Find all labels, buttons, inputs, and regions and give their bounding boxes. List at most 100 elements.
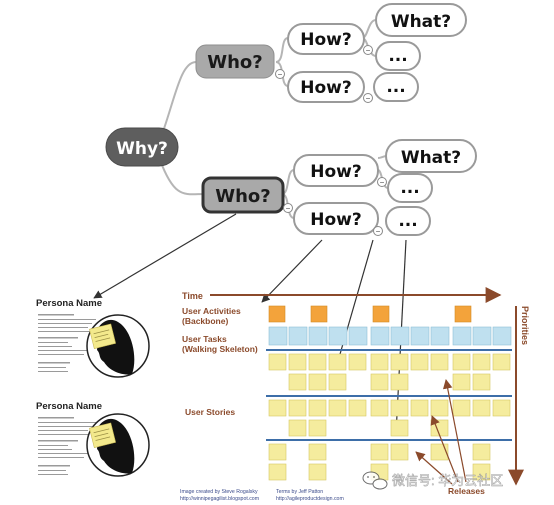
how-node[interactable]: How? xyxy=(287,23,365,55)
story-card xyxy=(410,353,429,371)
ellipsis-node[interactable]: ... xyxy=(385,206,431,236)
task-card xyxy=(492,326,512,346)
story-card xyxy=(492,399,511,417)
root-node-why[interactable]: Why? xyxy=(105,127,179,167)
story-map: Time Priorities User Activities (Backbon… xyxy=(180,287,530,502)
ellipsis-node-label: ... xyxy=(400,178,419,198)
user-tasks-label: User Tasks xyxy=(182,334,227,344)
task-card xyxy=(348,326,368,346)
persona-name-title: Persona Name xyxy=(36,401,102,412)
activity-card xyxy=(310,305,328,323)
what-node[interactable]: What? xyxy=(385,139,477,173)
what-node-label: What? xyxy=(391,12,451,32)
story-card xyxy=(492,353,511,371)
story-card xyxy=(390,353,409,371)
persona-name-title: Persona Name xyxy=(36,298,102,309)
persona-avatar-icon xyxy=(86,314,150,378)
activity-card xyxy=(454,305,472,323)
task-card xyxy=(328,326,348,346)
who-node-top-label: Who? xyxy=(207,52,262,73)
who-node-bottom-label: Who? xyxy=(215,186,270,207)
story-card xyxy=(430,443,449,461)
story-card xyxy=(308,419,327,437)
story-card xyxy=(430,399,449,417)
what-node[interactable]: What? xyxy=(375,3,467,37)
story-card xyxy=(472,463,491,481)
story-card xyxy=(308,463,327,481)
task-card xyxy=(410,326,430,346)
persona-avatar-icon xyxy=(86,413,150,477)
credit-terms-link: http://agileproductdesign.com xyxy=(276,496,344,502)
how-node-label: How? xyxy=(300,78,351,98)
credit-author: Image created by Steve Rogalsky xyxy=(180,489,258,495)
activity-cards xyxy=(268,305,472,323)
story-card xyxy=(268,443,287,461)
who-node-top[interactable]: Who? xyxy=(195,44,275,79)
how-node[interactable]: How? xyxy=(293,202,379,235)
collapse-toggle-icon[interactable]: − xyxy=(275,69,285,80)
story-card xyxy=(390,399,409,417)
who-node-bottom[interactable]: Who? xyxy=(201,176,285,214)
story-card xyxy=(268,353,287,371)
ellipsis-node[interactable]: ... xyxy=(375,41,421,71)
story-card xyxy=(390,373,409,391)
story-card xyxy=(288,353,307,371)
svg-text:−: − xyxy=(376,227,381,236)
how-node[interactable]: How? xyxy=(287,71,365,103)
task-card xyxy=(268,326,288,346)
story-card xyxy=(390,443,409,461)
persona-text-lines xyxy=(38,314,96,372)
activity-card xyxy=(372,305,390,323)
story-card xyxy=(370,399,389,417)
task-card xyxy=(308,326,328,346)
story-card xyxy=(410,399,429,417)
activity-card xyxy=(268,305,286,323)
persona-card: Persona Name xyxy=(36,401,150,477)
story-card xyxy=(328,399,347,417)
user-activities-label: User Activities xyxy=(182,306,241,316)
story-card xyxy=(370,353,389,371)
root-node-label: Why? xyxy=(116,139,168,159)
story-card xyxy=(430,353,449,371)
story-cards xyxy=(268,353,511,481)
how-node-label: How? xyxy=(310,162,361,182)
story-card xyxy=(268,399,287,417)
task-cards xyxy=(268,326,512,346)
how-node[interactable]: How? xyxy=(293,154,379,187)
task-card xyxy=(452,326,472,346)
story-card xyxy=(288,419,307,437)
ellipsis-node[interactable]: ... xyxy=(387,173,433,203)
credit-author-link: http://winnipegagilist.blogspot.com xyxy=(180,496,259,502)
story-card xyxy=(370,443,389,461)
story-card xyxy=(268,463,287,481)
svg-text:−: − xyxy=(278,70,283,79)
ellipsis-node-label: ... xyxy=(388,46,407,66)
collapse-toggle-icon[interactable]: − xyxy=(363,93,373,104)
ellipsis-node[interactable]: ... xyxy=(373,72,419,102)
story-card xyxy=(308,373,327,391)
persona-text-lines xyxy=(38,417,96,475)
story-card xyxy=(288,399,307,417)
task-card xyxy=(430,326,450,346)
story-card xyxy=(348,353,367,371)
how-node-label: How? xyxy=(300,30,351,50)
watermark: 微信号: 华为云社区 xyxy=(362,471,503,490)
story-card xyxy=(390,419,409,437)
how-node-label: How? xyxy=(310,210,361,230)
story-card xyxy=(308,443,327,461)
backbone-label: (Backbone) xyxy=(182,316,228,326)
priorities-label: Priorities xyxy=(520,306,530,345)
collapse-toggle-icon[interactable]: − xyxy=(373,226,383,237)
story-card xyxy=(328,353,347,371)
collapse-toggle-icon[interactable]: − xyxy=(363,45,373,56)
collapse-toggle-icon[interactable]: − xyxy=(283,203,293,214)
releases-label: Releases xyxy=(448,486,485,496)
persona-card: Persona Name xyxy=(36,298,150,378)
task-card xyxy=(288,326,308,346)
story-card xyxy=(472,373,491,391)
watermark-text: 微信号: 华为云社区 xyxy=(392,473,503,488)
collapse-toggle-icon[interactable]: − xyxy=(377,177,387,188)
story-card xyxy=(452,399,471,417)
credit-terms: Terms by Jeff Patton xyxy=(276,489,323,495)
